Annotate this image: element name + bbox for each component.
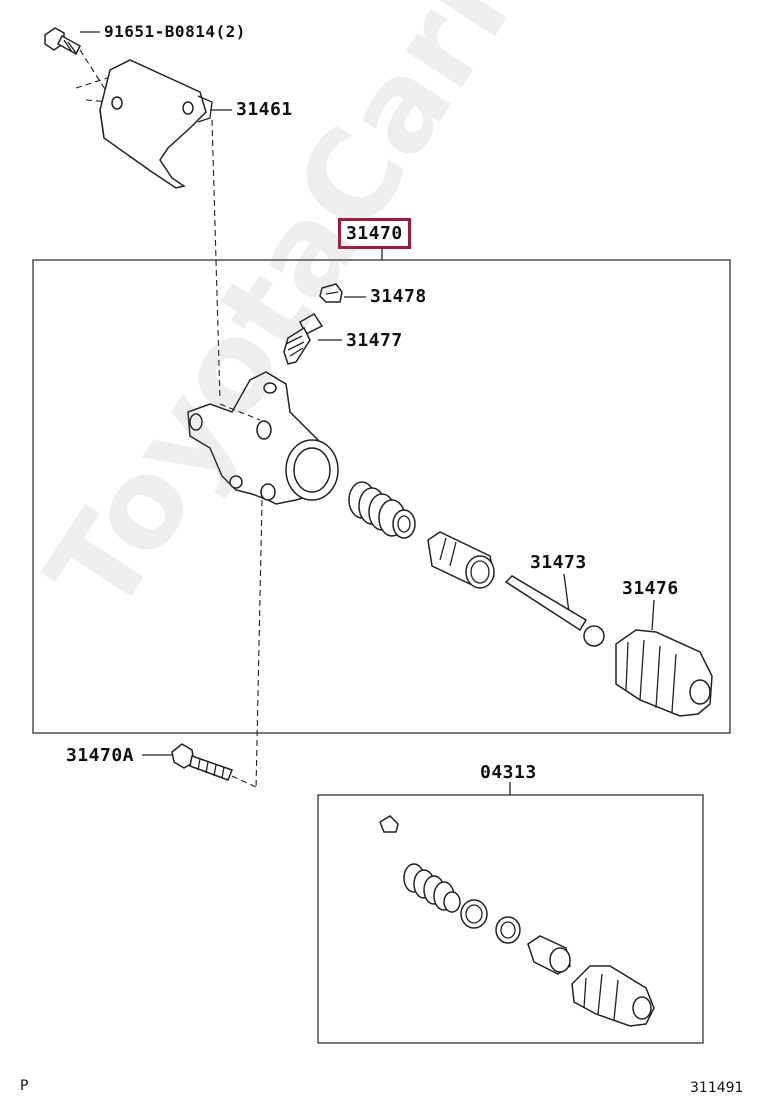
label-cap[interactable]: 31478 [370, 286, 427, 307]
spring [348, 481, 416, 539]
label-boot[interactable]: 31476 [622, 578, 679, 599]
label-push-rod[interactable]: 31473 [530, 552, 587, 573]
label-bolt-bottom[interactable]: 31470A [66, 745, 135, 766]
kit-parts [379, 815, 655, 1027]
push-rod [504, 575, 605, 647]
label-bolt-top[interactable]: 91651-B0814(2) [104, 22, 246, 41]
bottom-bolt [171, 743, 233, 781]
top-bolt [44, 27, 81, 56]
boot [615, 629, 713, 717]
label-bleeder[interactable]: 31477 [346, 330, 403, 351]
label-kit[interactable]: 04313 [480, 762, 537, 783]
cylinder-body [187, 371, 339, 505]
bleeder [283, 313, 324, 365]
corner-right-text: 311491 [690, 1080, 744, 1096]
label-bracket[interactable]: 31461 [236, 99, 293, 120]
corner-left-text: P [20, 1078, 29, 1094]
label-assembly[interactable]: 31470 [338, 218, 411, 249]
bracket [99, 59, 213, 189]
piston [427, 531, 495, 589]
